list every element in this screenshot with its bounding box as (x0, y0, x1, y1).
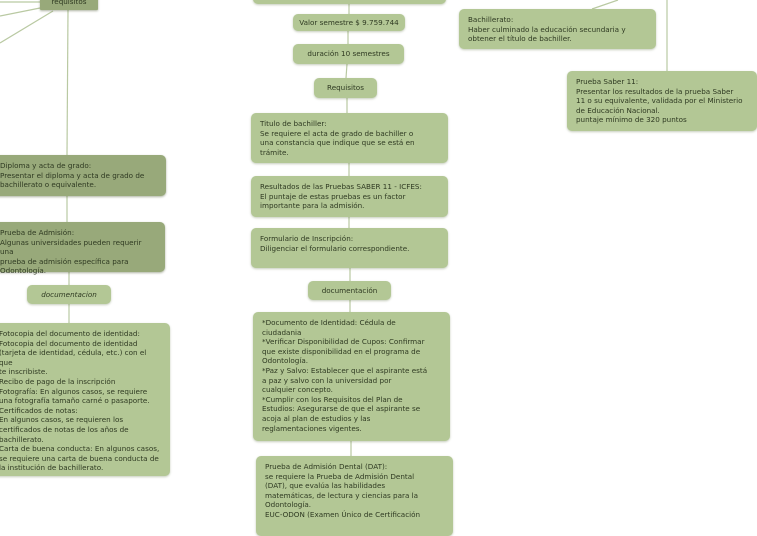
node-diploma-acta-grado[interactable]: Diploma y acta de grado: Presentar el di… (0, 155, 166, 196)
connector (0, 7, 41, 17)
node-duracion[interactable]: duración 10 semestres (293, 44, 404, 64)
node-requisitos-center[interactable]: Requisitos (314, 78, 377, 98)
connector (0, 10, 54, 44)
node-prueba-dat[interactable]: Prueba de Admisión Dental (DAT): se requ… (256, 456, 453, 536)
node-documentacion-left[interactable]: documentacion (27, 285, 111, 304)
node-bachillerato[interactable]: Bachillerato: Haber culminado la educaci… (459, 9, 656, 49)
node-documentacion-center[interactable]: documentación (308, 281, 391, 300)
connector (591, 0, 619, 10)
node-documentacion-detail-left[interactable]: Fotocopia del documento de identidad: Fo… (0, 323, 170, 476)
node-titulo-bachiller[interactable]: Titulo de bachiller: Se requiere el acta… (251, 113, 448, 163)
node-center-top[interactable] (253, 0, 446, 4)
connector (66, 9, 69, 156)
node-requisitos-left[interactable]: requisitos (40, 0, 98, 10)
node-valor-semestre[interactable]: Valor semestre $ 9.759.744 (293, 14, 405, 31)
connector (345, 63, 348, 79)
node-prueba-saber-11[interactable]: Prueba Saber 11: Presentar los resultado… (567, 71, 757, 131)
node-formulario-inscripcion[interactable]: Formulario de Inscripción: Diligenciar e… (251, 228, 448, 268)
node-documentacion-detail-center[interactable]: *Documento de Identidad: Cédula de ciuda… (253, 312, 450, 441)
node-resultados-saber[interactable]: Resultados de las Pruebas SABER 11 - ICF… (251, 176, 448, 217)
node-prueba-admision-left[interactable]: Prueba de Admisión: Algunas universidade… (0, 222, 165, 275)
